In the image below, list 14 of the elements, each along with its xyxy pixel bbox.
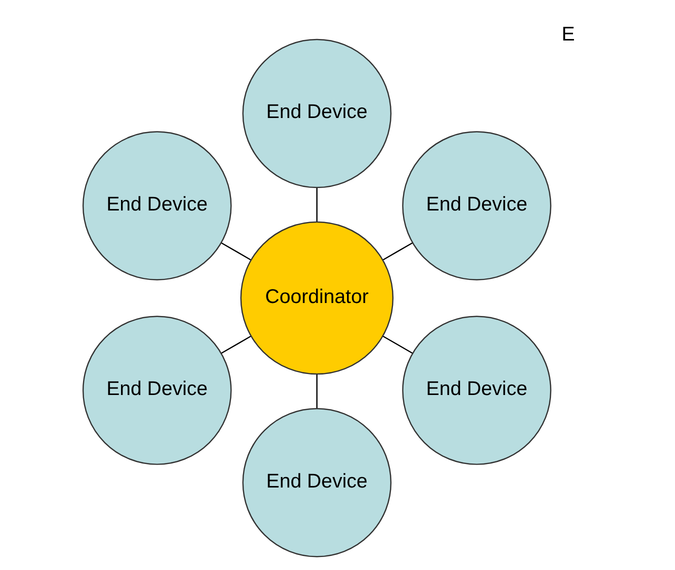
node-circle: End Device — [82, 131, 232, 280]
connector — [316, 188, 318, 222]
connector — [220, 336, 251, 354]
connector — [382, 242, 412, 261]
node-circle: End Device — [242, 38, 392, 188]
node-circle: End Device — [402, 131, 551, 280]
label: E — [561, 23, 574, 46]
node-circle: End Device — [402, 316, 551, 465]
node-circle: End Device — [242, 408, 392, 558]
connector — [316, 374, 318, 408]
node-circle: Coordinator — [240, 221, 394, 375]
connector — [382, 336, 412, 354]
node-circle: End Device — [82, 316, 232, 465]
connector — [220, 242, 251, 261]
